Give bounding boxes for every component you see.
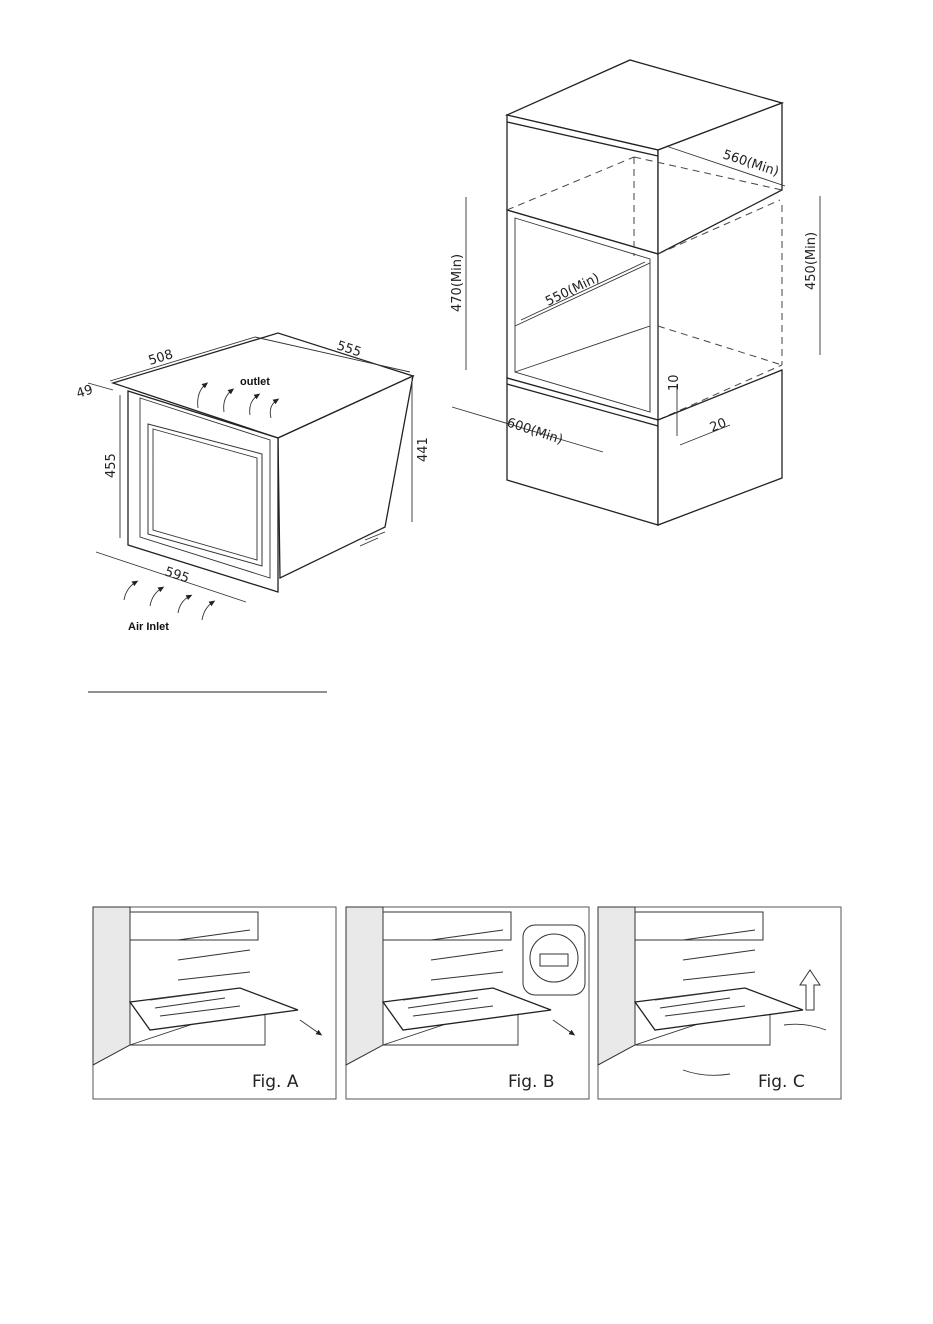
appliance-drawing: 49 508 555 455 441 595 outlet Air Inlet [75, 333, 431, 633]
air-inlet-label: Air Inlet [128, 621, 169, 633]
dim-441: 441 [416, 437, 431, 462]
fig-a-label: Fig. A [252, 1072, 299, 1092]
cabinet-drawing: 560(Min) 470(Min) 550(Min) 450(Min) 10 6… [450, 60, 820, 525]
dim-10: 10 [667, 374, 682, 391]
fig-c-label: Fig. C [758, 1072, 805, 1092]
figure-a: Fig. A [93, 907, 336, 1099]
dim-49: 49 [75, 382, 95, 401]
dim-595: 595 [163, 565, 191, 587]
dim-470-min: 470(Min) [450, 254, 465, 312]
dim-455: 455 [104, 453, 119, 478]
air-inlet-arrows [124, 582, 213, 620]
figure-c: Fig. C [598, 907, 841, 1099]
figure-b: Fig. B [346, 907, 589, 1099]
fig-b-label: Fig. B [508, 1072, 555, 1092]
dim-450-min: 450(Min) [804, 232, 819, 290]
outlet-label: outlet [240, 376, 270, 388]
